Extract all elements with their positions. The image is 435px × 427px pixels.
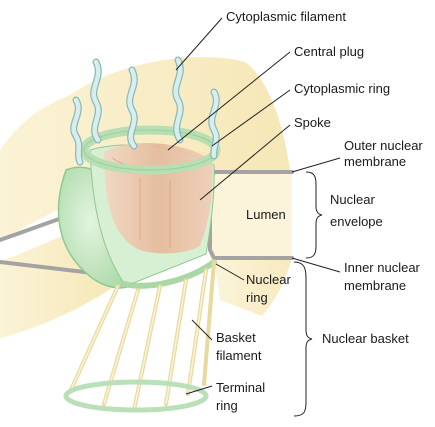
nuclear-basket-bracket-icon (293, 261, 313, 417)
label-cytoplasmic-filament: Cytoplasmic filament (226, 9, 346, 24)
label-nuclear-ring-2: ring (246, 290, 268, 305)
inner-membrane-sheet-right (214, 258, 292, 316)
nuclear-envelope-bracket-icon (305, 171, 323, 259)
label-terminal-ring-2: ring (216, 398, 238, 413)
terminal-ring-shape (63, 379, 209, 413)
label-central-plug: Central plug (294, 44, 364, 59)
lumen-region (210, 172, 292, 258)
label-terminal-ring-1: Terminal (216, 380, 265, 395)
leader-lines (167, 17, 341, 395)
label-outer-nuclear-1: Outer nuclear (344, 138, 423, 153)
label-basket-filament-1: Basket (216, 330, 256, 345)
label-basket-filament-2: filament (216, 348, 262, 363)
label-lumen: Lumen (246, 207, 286, 222)
label-spoke: Spoke (294, 115, 331, 130)
nuclear-ring-shape (121, 259, 217, 289)
label-nuclear-envelope-2: envelope (330, 214, 383, 229)
label-inner-nuclear-2: membrane (344, 278, 406, 293)
label-cytoplasmic-ring: Cytoplasmic ring (294, 81, 390, 96)
label-nuclear-envelope-1: Nuclear (330, 192, 375, 207)
cytoplasmic-filaments (70, 56, 220, 166)
label-nuclear-basket: Nuclear basket (322, 331, 409, 346)
label-outer-nuclear-2: membrane (344, 154, 406, 169)
label-inner-nuclear-1: Inner nuclear (344, 260, 421, 275)
label-nuclear-ring-1: Nuclear (246, 272, 291, 287)
